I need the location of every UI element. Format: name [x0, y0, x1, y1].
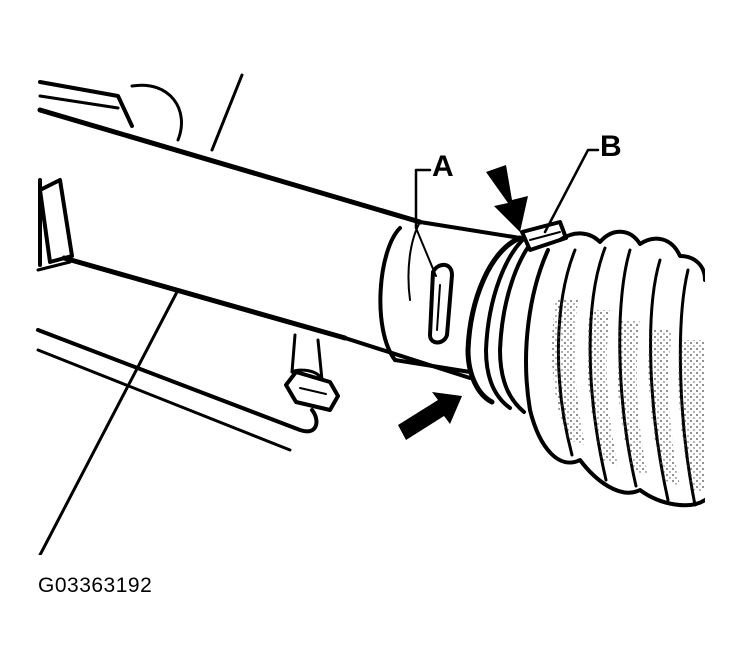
callout-label-a: A — [432, 150, 454, 183]
figure-code: G03363192 — [38, 574, 153, 597]
mounting-bracket — [38, 80, 183, 142]
housing-collar — [378, 221, 472, 374]
arrow-top — [486, 165, 528, 232]
alignment-slot — [428, 262, 454, 345]
fluid-line-fitting — [284, 333, 340, 412]
leader-line-b — [543, 148, 600, 234]
leader-line-a-slot — [415, 227, 437, 277]
boot-clamp — [465, 220, 568, 414]
frame-line-diagonal — [210, 73, 244, 152]
leader-line-a — [414, 168, 432, 230]
arrow-bottom — [398, 392, 462, 440]
frame-line-lower — [38, 288, 180, 555]
callout-label-b: B — [600, 130, 622, 163]
rack-bellows-boot — [524, 229, 705, 508]
rack-housing — [36, 107, 522, 452]
